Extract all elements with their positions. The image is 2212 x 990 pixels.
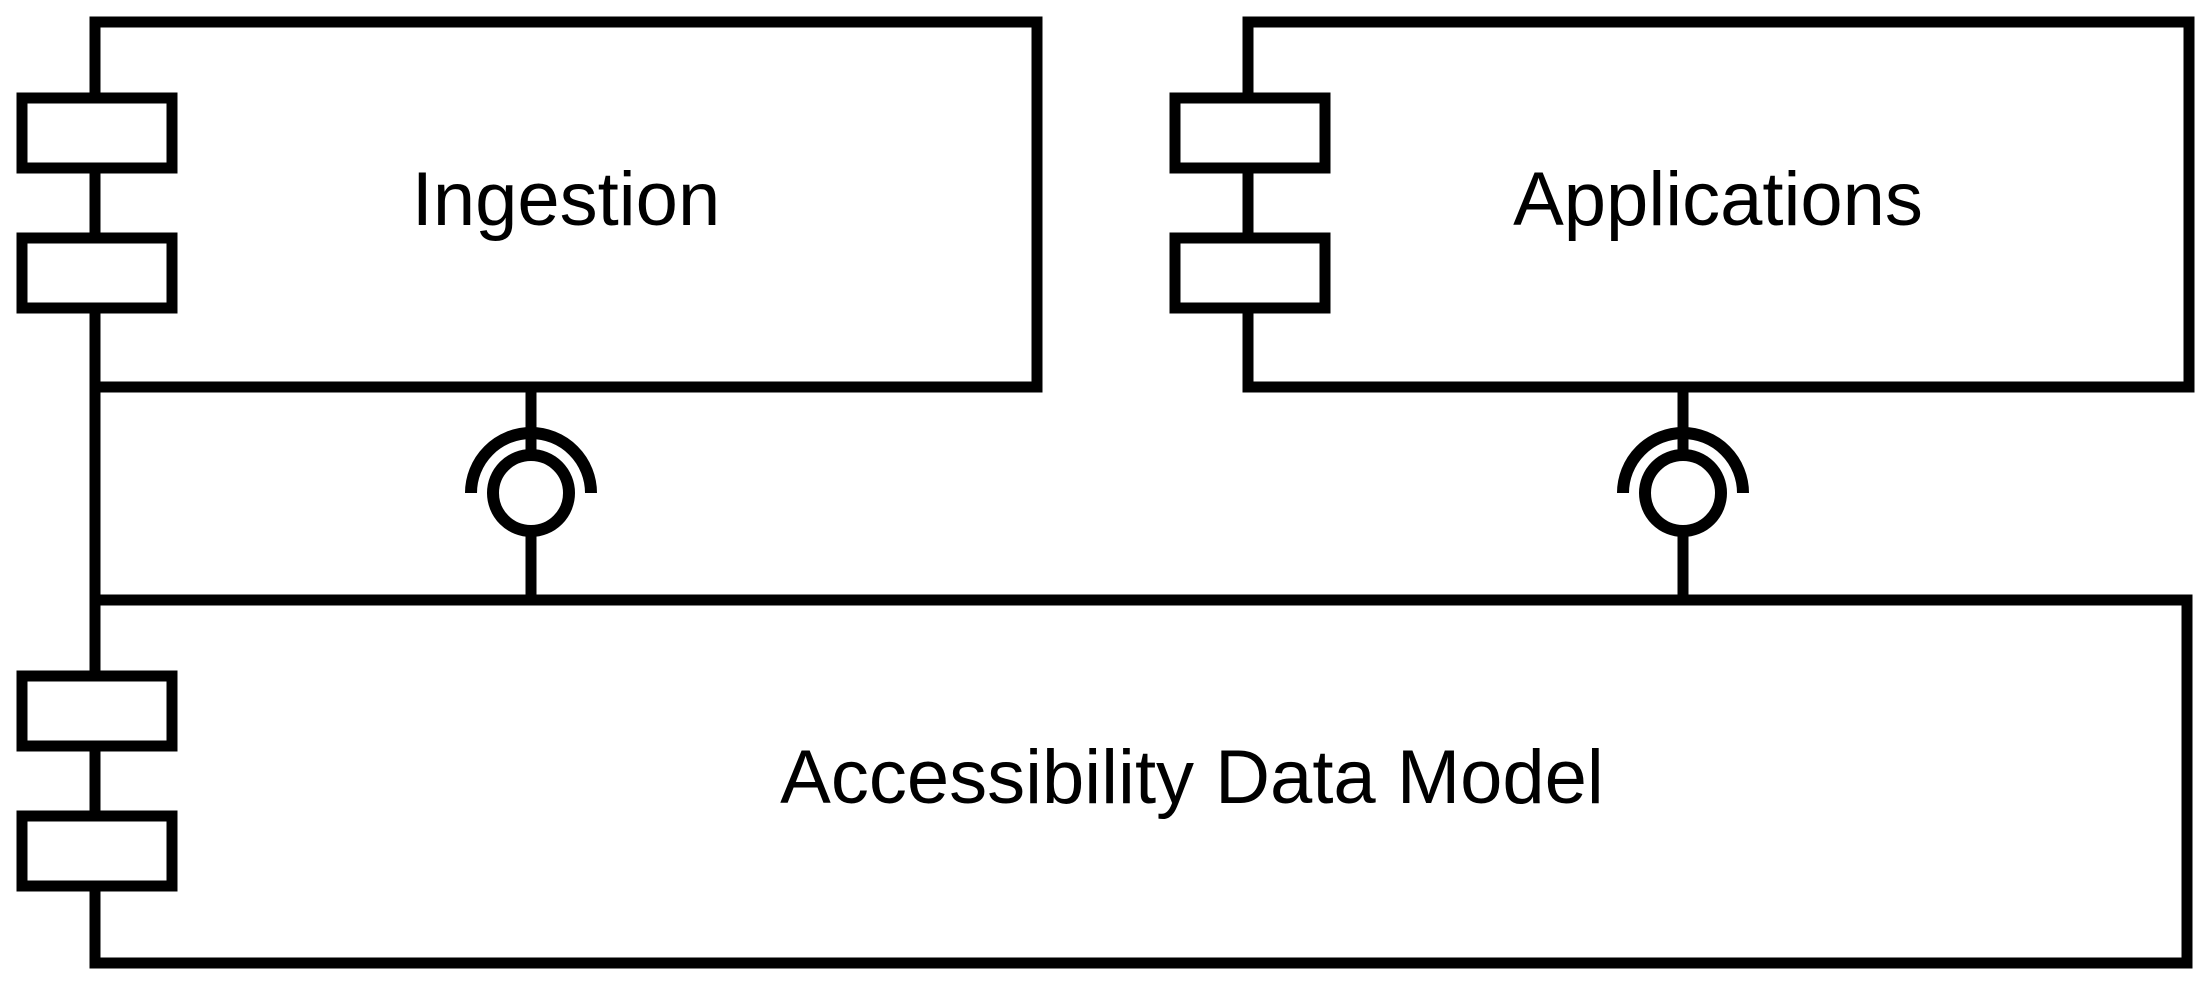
connector-applications-to-data-model[interactable] xyxy=(1617,387,1749,600)
component-icon-tab-lower xyxy=(16,810,178,892)
component-applications[interactable]: Applications xyxy=(1169,16,2195,393)
component-icon-tab-upper xyxy=(1169,92,1331,174)
ball-interface-icon xyxy=(487,449,575,537)
component-icon-tab-upper xyxy=(16,670,178,752)
uml-component-icon xyxy=(16,600,178,963)
component-icon-tab-upper xyxy=(16,92,178,174)
component-icon-tab-lower xyxy=(1169,232,1331,314)
component-accessibility-data-model[interactable]: Accessibility Data Model xyxy=(16,594,2193,969)
component-ingestion-label: Ingestion xyxy=(412,157,720,242)
connector-ingestion-to-data-model[interactable] xyxy=(465,387,597,600)
component-icon-tab-lower xyxy=(16,232,178,314)
component-ingestion-body[interactable] xyxy=(89,16,1043,393)
uml-component-icon xyxy=(1169,22,1331,387)
socket-arc-icon xyxy=(1617,427,1749,494)
component-accessibility-data-model-label: Accessibility Data Model xyxy=(780,735,1604,820)
socket-arc-icon xyxy=(465,427,597,494)
ball-interface-icon xyxy=(1639,449,1727,537)
component-accessibility-data-model-body[interactable] xyxy=(89,594,2193,969)
component-applications-label: Applications xyxy=(1513,157,1923,242)
